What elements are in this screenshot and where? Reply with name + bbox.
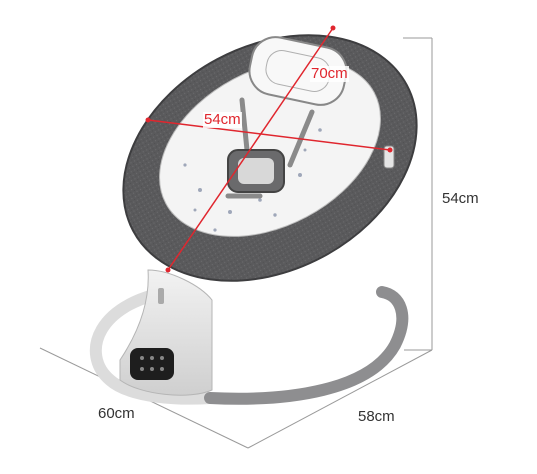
seat-length-label: 70cm	[310, 65, 349, 82]
depth-line	[247, 349, 433, 449]
buckle	[238, 158, 274, 184]
control-panel-buttons	[140, 356, 164, 371]
seat-measure-lines	[147, 27, 391, 271]
port-icon	[158, 288, 164, 304]
arc-frame-right	[204, 286, 409, 405]
depth-label: 58cm	[358, 408, 395, 425]
arc-frame-left	[89, 284, 216, 405]
control-panel-icon	[130, 348, 174, 380]
seat-width-line	[147, 119, 391, 151]
seat-measure-endpoints	[145, 25, 393, 273]
height-label: 54cm	[442, 190, 479, 207]
width-label: 60cm	[98, 405, 135, 422]
seat-length-line	[167, 27, 334, 271]
seat-width-label: 54cm	[203, 111, 242, 128]
